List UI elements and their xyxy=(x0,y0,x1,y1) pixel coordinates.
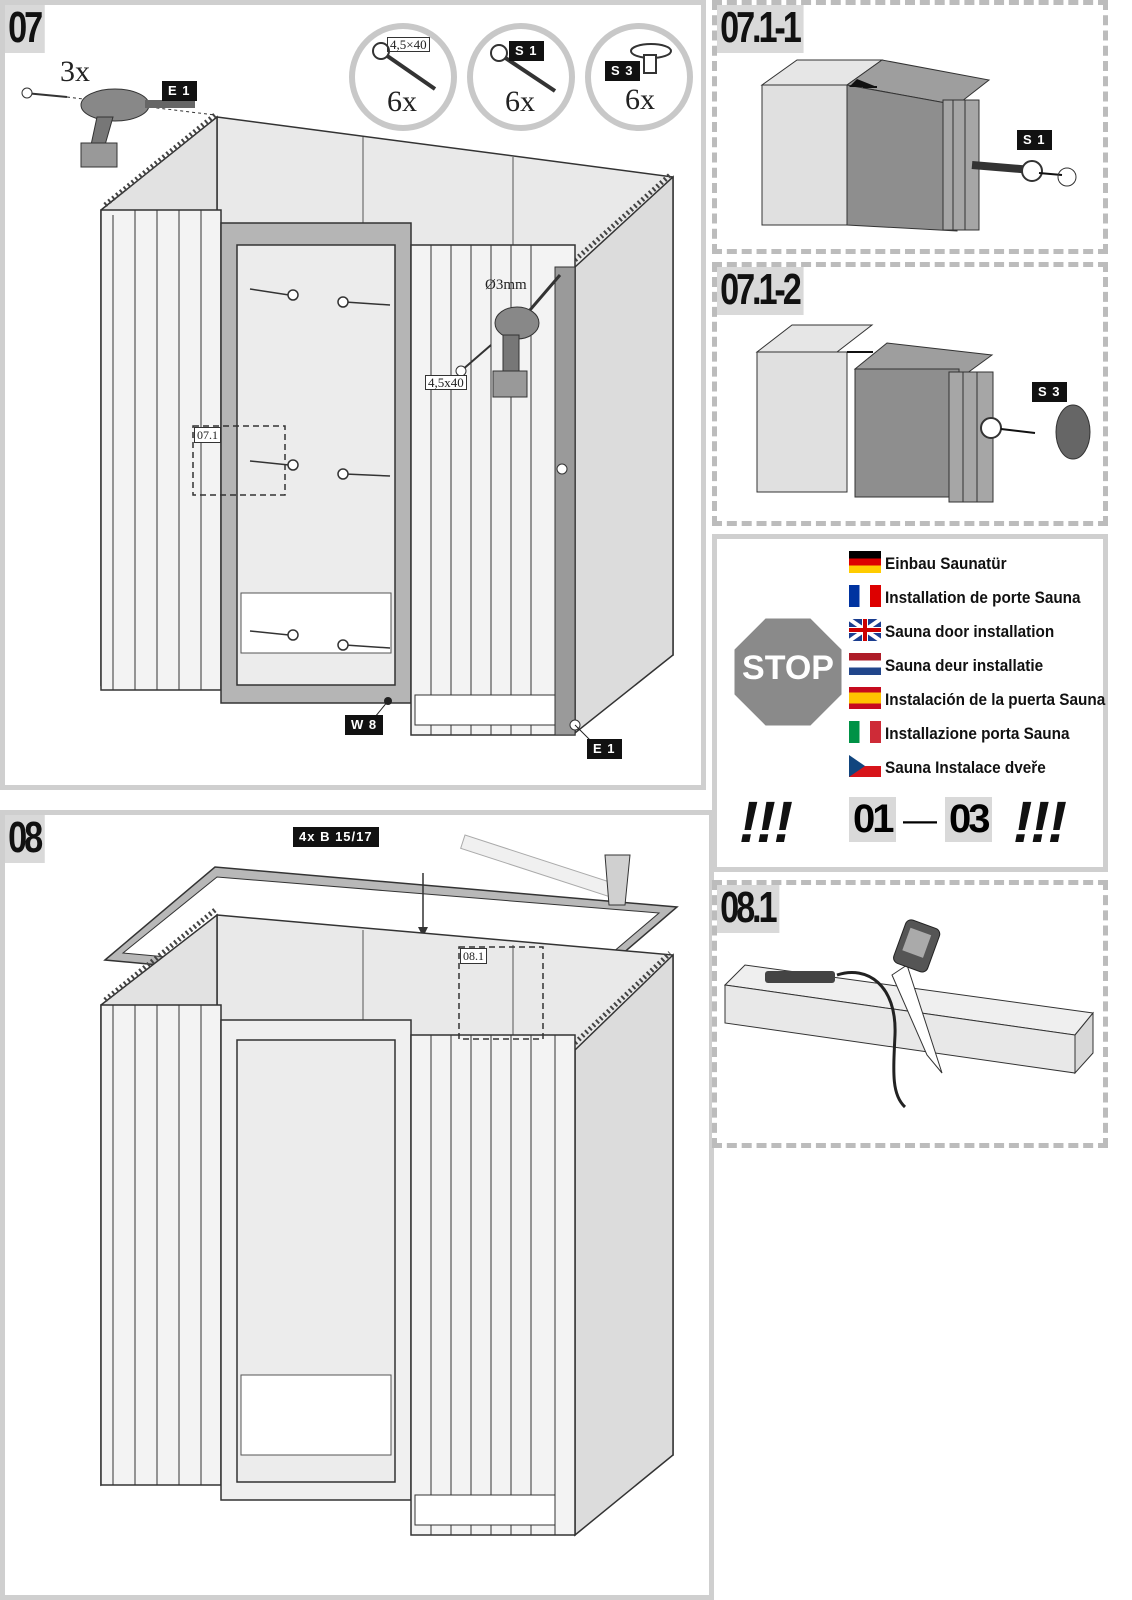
panel-step-07-1-1: 07.1-1 S 1 xyxy=(712,0,1108,254)
hardware-circle-s1: S 1 6x xyxy=(467,23,575,131)
panel-step-08: 08 xyxy=(0,810,714,1600)
stop-sign-text: STOP xyxy=(742,649,834,687)
part-tag-s1: S 1 xyxy=(509,41,544,61)
detail-ref-071: 07.1 xyxy=(194,427,221,443)
part-tag-w8: W 8 xyxy=(345,715,384,735)
part-tag-s1-detail: S 1 xyxy=(1017,130,1052,150)
e1-quantity: 3x xyxy=(60,55,90,88)
flag-de-icon xyxy=(849,551,881,573)
step-number-07: 07 xyxy=(5,5,45,53)
screw-spec-label: 4,5x40 xyxy=(425,375,467,390)
lang-cz: Sauna Instalace dveře xyxy=(885,758,1046,777)
screw-s1-icon xyxy=(490,44,557,93)
part-tag-b1517: 4x B 15/17 xyxy=(293,827,379,847)
lang-es: Instalación de la puerta Sauna xyxy=(885,690,1106,709)
lang-fr: Installation de porte Sauna xyxy=(885,588,1081,607)
panel-step-07: 07 xyxy=(0,0,706,790)
panel-step-07-1-2: 07.1-2 S 3 xyxy=(712,262,1108,526)
panel-stop-languages: STOP Einbau Saunatür Installation de por… xyxy=(712,534,1108,872)
hardware-circle-s3: S 3 6x xyxy=(585,23,693,131)
detail-illustration-08-1 xyxy=(723,919,1094,1109)
exclaim-left: !!! xyxy=(739,790,793,855)
flag-nl-icon xyxy=(849,653,881,675)
step-number-07-1-1: 07.1-1 xyxy=(717,5,804,53)
lang-gb: Sauna door installation xyxy=(885,622,1055,641)
part-tag-e1-bottom: E 1 xyxy=(587,739,622,759)
lang-de: Einbau Saunatür xyxy=(885,554,1007,573)
drill-diameter-label: Ø3mm xyxy=(485,277,527,293)
flag-gb-icon xyxy=(849,619,881,641)
step-number-08-1: 08.1 xyxy=(717,885,780,933)
part-tag-e1: E 1 xyxy=(162,81,197,101)
lang-it: Installazione porta Sauna xyxy=(885,724,1070,743)
detail-ref-081: 08.1 xyxy=(460,948,487,964)
exclaim-right: !!! xyxy=(1013,790,1067,855)
drill-icon xyxy=(21,87,216,168)
flag-es-icon xyxy=(849,687,881,709)
step-number-07-1-2: 07.1-2 xyxy=(717,267,804,315)
flag-fr-icon xyxy=(849,585,881,607)
flag-it-icon xyxy=(849,721,881,743)
s3-quantity: 6x xyxy=(625,83,655,116)
stop-sign-icon xyxy=(731,615,845,729)
step-number-08: 08 xyxy=(5,815,45,863)
lang-nl: Sauna deur installatie xyxy=(885,656,1044,675)
panel-step-08-1: 08.1 xyxy=(712,880,1108,1148)
flag-cz-icon xyxy=(849,755,881,777)
detail-illustration-07-1-2 xyxy=(755,324,1091,503)
range-to: 03 xyxy=(945,797,992,842)
screw-size-label: 4,5×40 xyxy=(387,37,430,52)
range-from: 01 xyxy=(849,797,896,842)
part-tag-s3: S 3 xyxy=(605,61,640,81)
drill-icon-right xyxy=(455,274,562,398)
screw-quantity: 6x xyxy=(387,85,417,118)
hardware-circle-screw: 4,5×40 6x xyxy=(349,23,457,131)
s1-quantity: 6x xyxy=(505,85,535,118)
part-tag-s3-detail: S 3 xyxy=(1032,382,1067,402)
sauna-frame-illustration-08 xyxy=(100,834,679,1537)
detail-illustration-07-1-1 xyxy=(760,59,1077,232)
range-dash: — xyxy=(903,801,937,839)
cap-s3-icon xyxy=(630,43,672,74)
